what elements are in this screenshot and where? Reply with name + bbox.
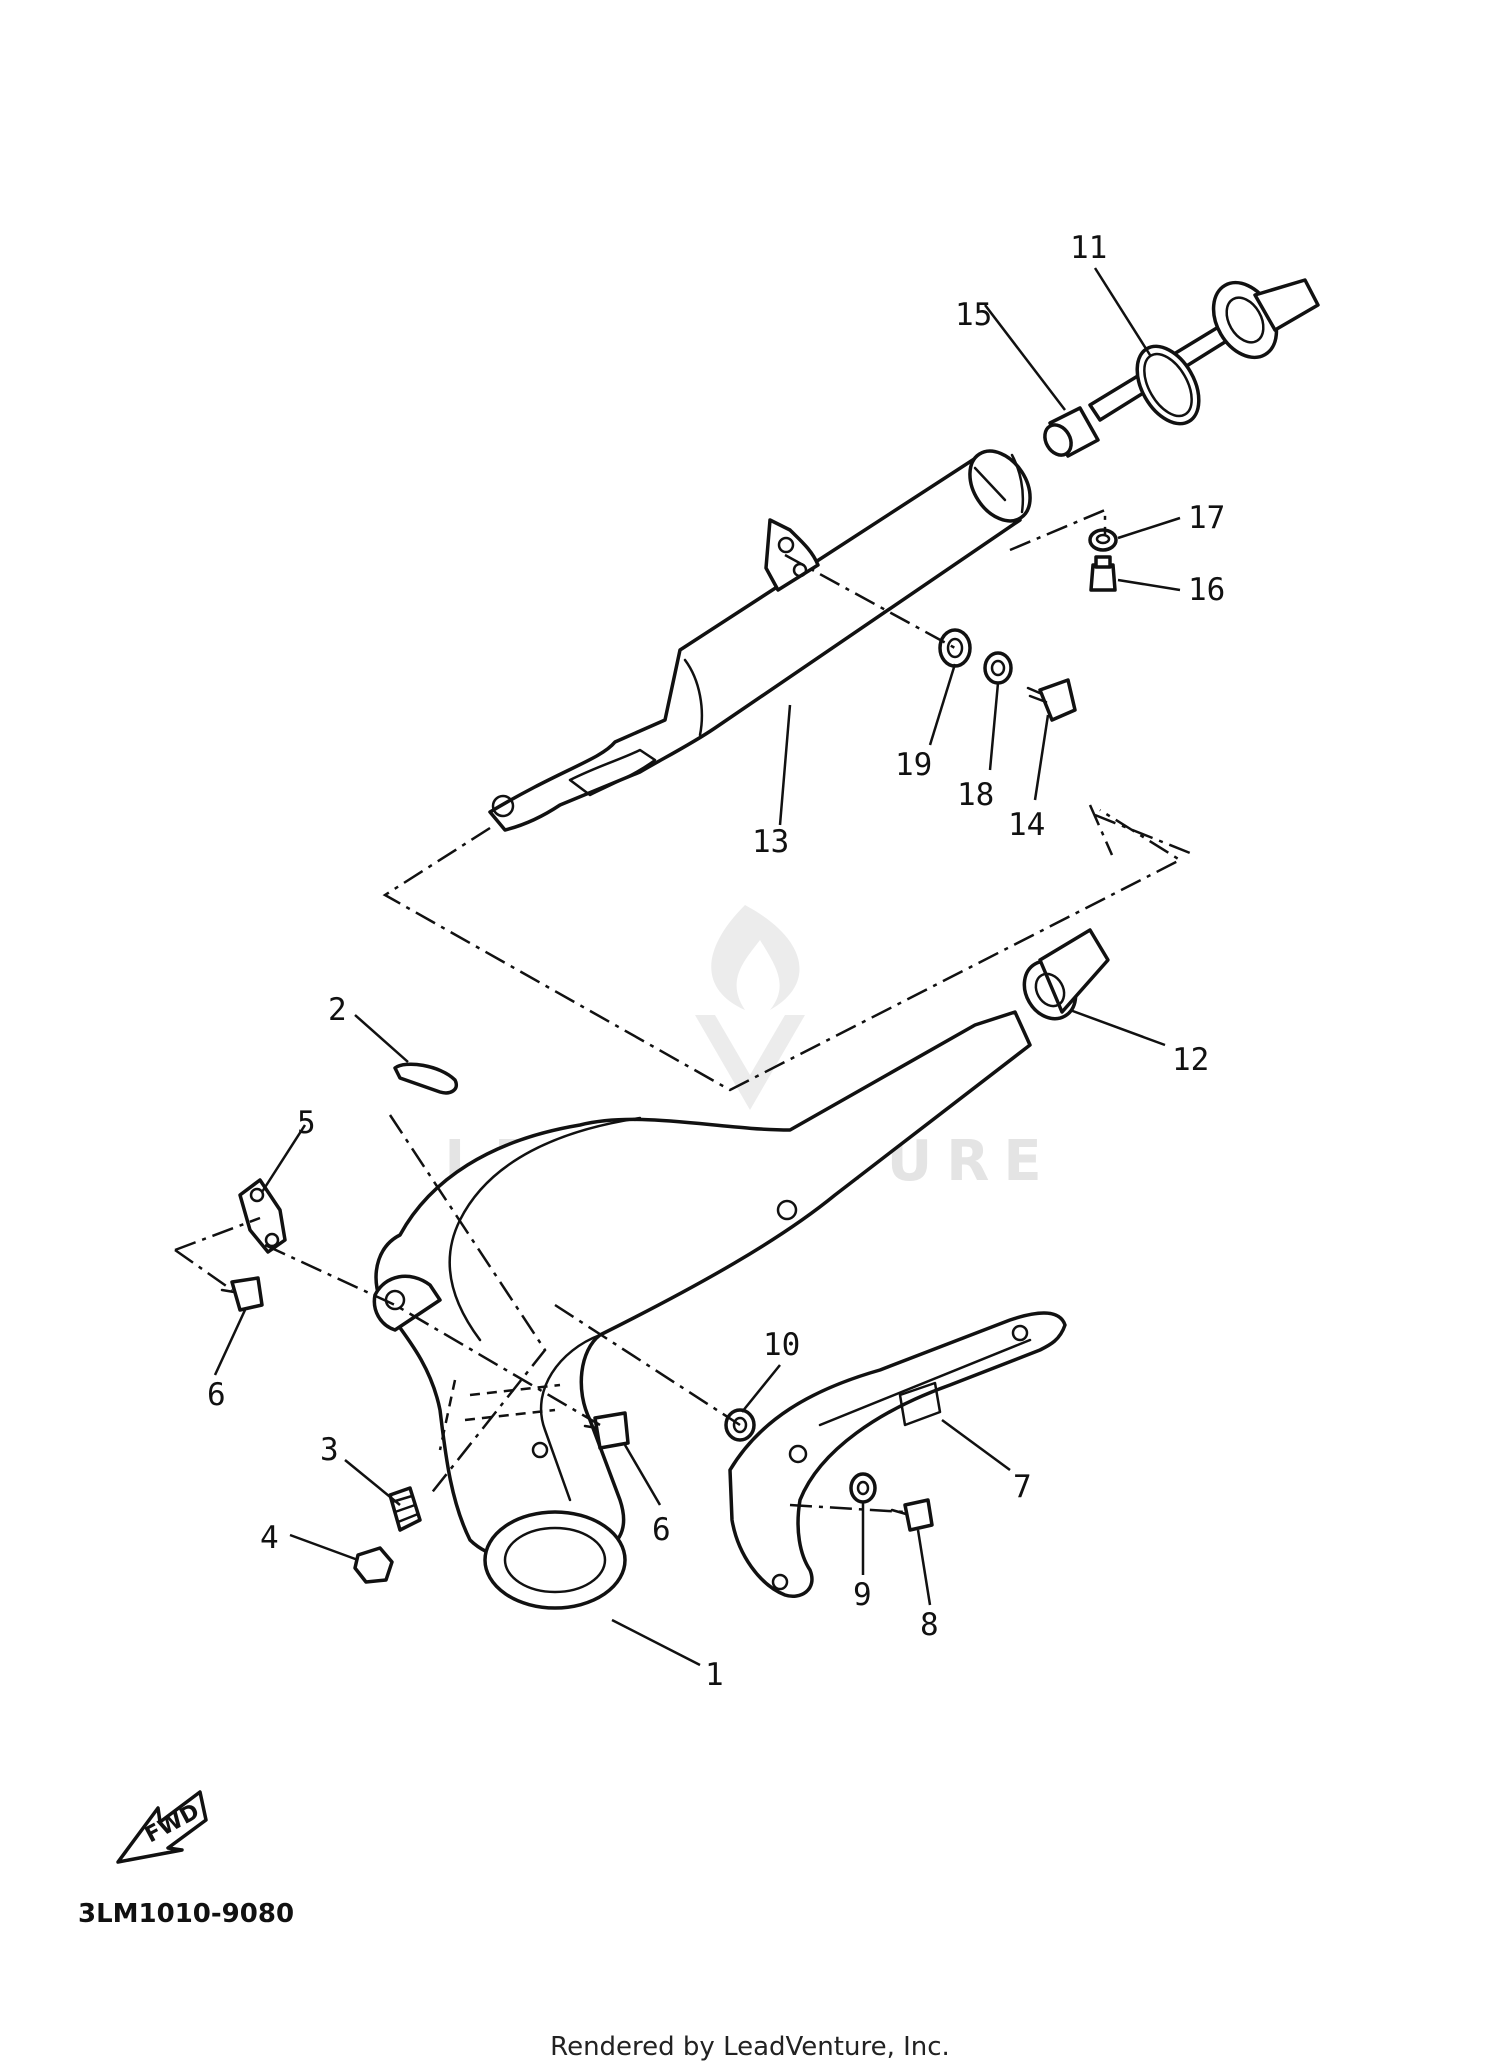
callout-8: 8	[920, 1607, 939, 1643]
bolt-6-left[interactable]	[220, 1276, 264, 1312]
callout-2: 2	[328, 992, 347, 1028]
grommet-19[interactable]	[938, 628, 972, 668]
stud-3[interactable]	[388, 1486, 422, 1532]
callout-4: 4	[260, 1520, 279, 1556]
tail-pipe-15[interactable]	[1040, 321, 1235, 460]
bracket-5[interactable]	[238, 1178, 287, 1254]
tail-pipe-end-cap[interactable]	[1201, 271, 1320, 368]
diagram-part-code: 3LM1010-9080	[78, 1899, 294, 1929]
gasket-2[interactable]	[393, 1062, 458, 1095]
callout-19: 19	[895, 747, 932, 783]
washer-17[interactable]	[1088, 528, 1118, 552]
bolt-6-right[interactable]	[583, 1411, 630, 1450]
nut-4[interactable]	[353, 1546, 394, 1584]
callout-14: 14	[1008, 807, 1045, 843]
callout-12: 12	[1172, 1042, 1209, 1078]
callout-10: 10	[763, 1327, 800, 1363]
forward-arrow: FWD	[116, 1790, 208, 1864]
callout-18: 18	[957, 777, 994, 813]
callout-5: 5	[297, 1105, 316, 1141]
silencer-13[interactable]	[488, 440, 1043, 832]
gasket-ring-11[interactable]	[1124, 336, 1211, 435]
washer-9[interactable]	[849, 1472, 877, 1504]
exhaust-joint-12[interactable]	[1014, 928, 1110, 1028]
collar-18[interactable]	[983, 651, 1013, 685]
callout-labels: 11 15 17 16 19 18 14 13 12 2 5 6 6 3 4 1…	[207, 230, 1225, 1693]
callout-6-left: 6	[207, 1377, 226, 1413]
bolt-14[interactable]	[1026, 678, 1077, 722]
heat-protector-7[interactable]	[728, 1311, 1067, 1598]
callout-3: 3	[320, 1432, 339, 1468]
screw-8[interactable]	[890, 1498, 934, 1532]
bolt-16[interactable]	[1089, 555, 1117, 592]
callout-7: 7	[1013, 1469, 1032, 1505]
callout-6-right: 6	[652, 1512, 671, 1548]
callout-13: 13	[752, 824, 789, 860]
watermark-v-mark	[695, 1015, 805, 1110]
callout-16: 16	[1188, 572, 1225, 608]
watermark-logo	[711, 905, 800, 1010]
leader-lines	[213, 267, 1181, 1667]
callout-15: 15	[955, 297, 992, 333]
assembly-lines	[174, 508, 1196, 1514]
callout-17: 17	[1188, 500, 1225, 536]
callout-1: 1	[705, 1657, 724, 1693]
callout-11: 11	[1070, 230, 1107, 266]
callout-9: 9	[853, 1577, 872, 1613]
render-credit: Rendered by LeadVenture, Inc.	[550, 2032, 950, 2062]
